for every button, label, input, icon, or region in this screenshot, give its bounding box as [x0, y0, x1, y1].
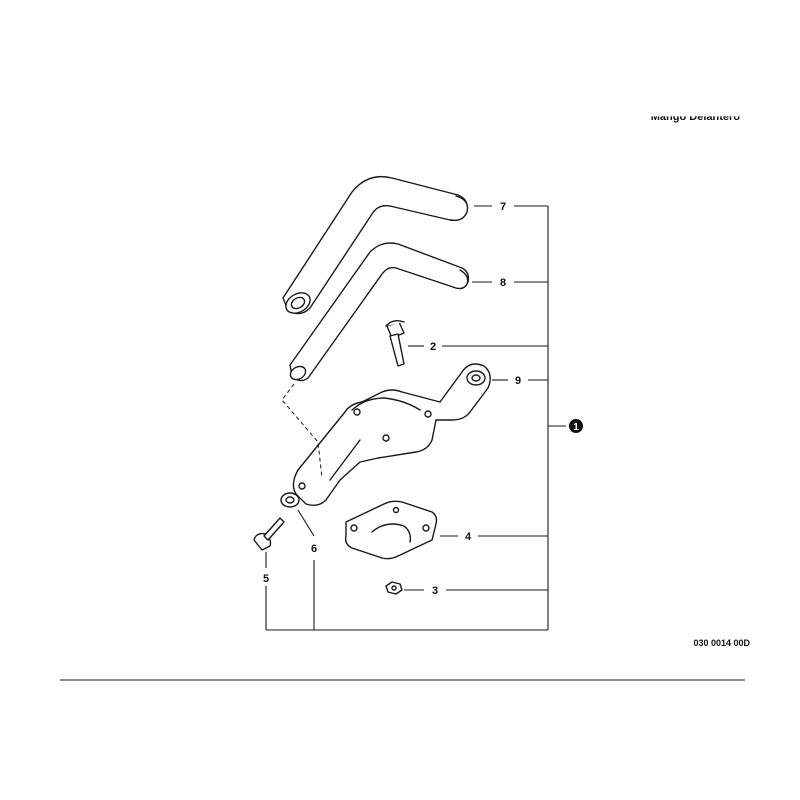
label-part-6: 6	[311, 543, 317, 555]
part-2-screw[interactable]	[385, 319, 405, 367]
drawing-code: 030 0014 00D	[693, 638, 750, 648]
assembly-label: 1	[573, 422, 579, 433]
label-part-9: 9	[515, 375, 521, 387]
label-part-2: 2	[430, 341, 436, 353]
label-part-4: 4	[465, 531, 472, 543]
part-6-washer[interactable]	[280, 492, 300, 508]
part-4-clamp-cap[interactable]	[344, 500, 438, 560]
label-part-3: 3	[432, 585, 438, 597]
part-5-screw[interactable]	[253, 517, 285, 551]
diagram-title: Mango Delantero	[650, 111, 740, 123]
part-8-handle-tube[interactable]	[288, 242, 470, 382]
leader-lines	[60, 205, 745, 681]
label-part-8: 8	[500, 277, 506, 289]
label-part-5: 5	[263, 573, 269, 585]
part-7-handle-grip[interactable]	[282, 175, 469, 318]
label-part-7: 7	[500, 201, 506, 213]
part-9-handle-bracket[interactable]	[292, 363, 491, 507]
part-3-nut[interactable]	[385, 581, 403, 595]
assembly-badge	[569, 419, 583, 433]
